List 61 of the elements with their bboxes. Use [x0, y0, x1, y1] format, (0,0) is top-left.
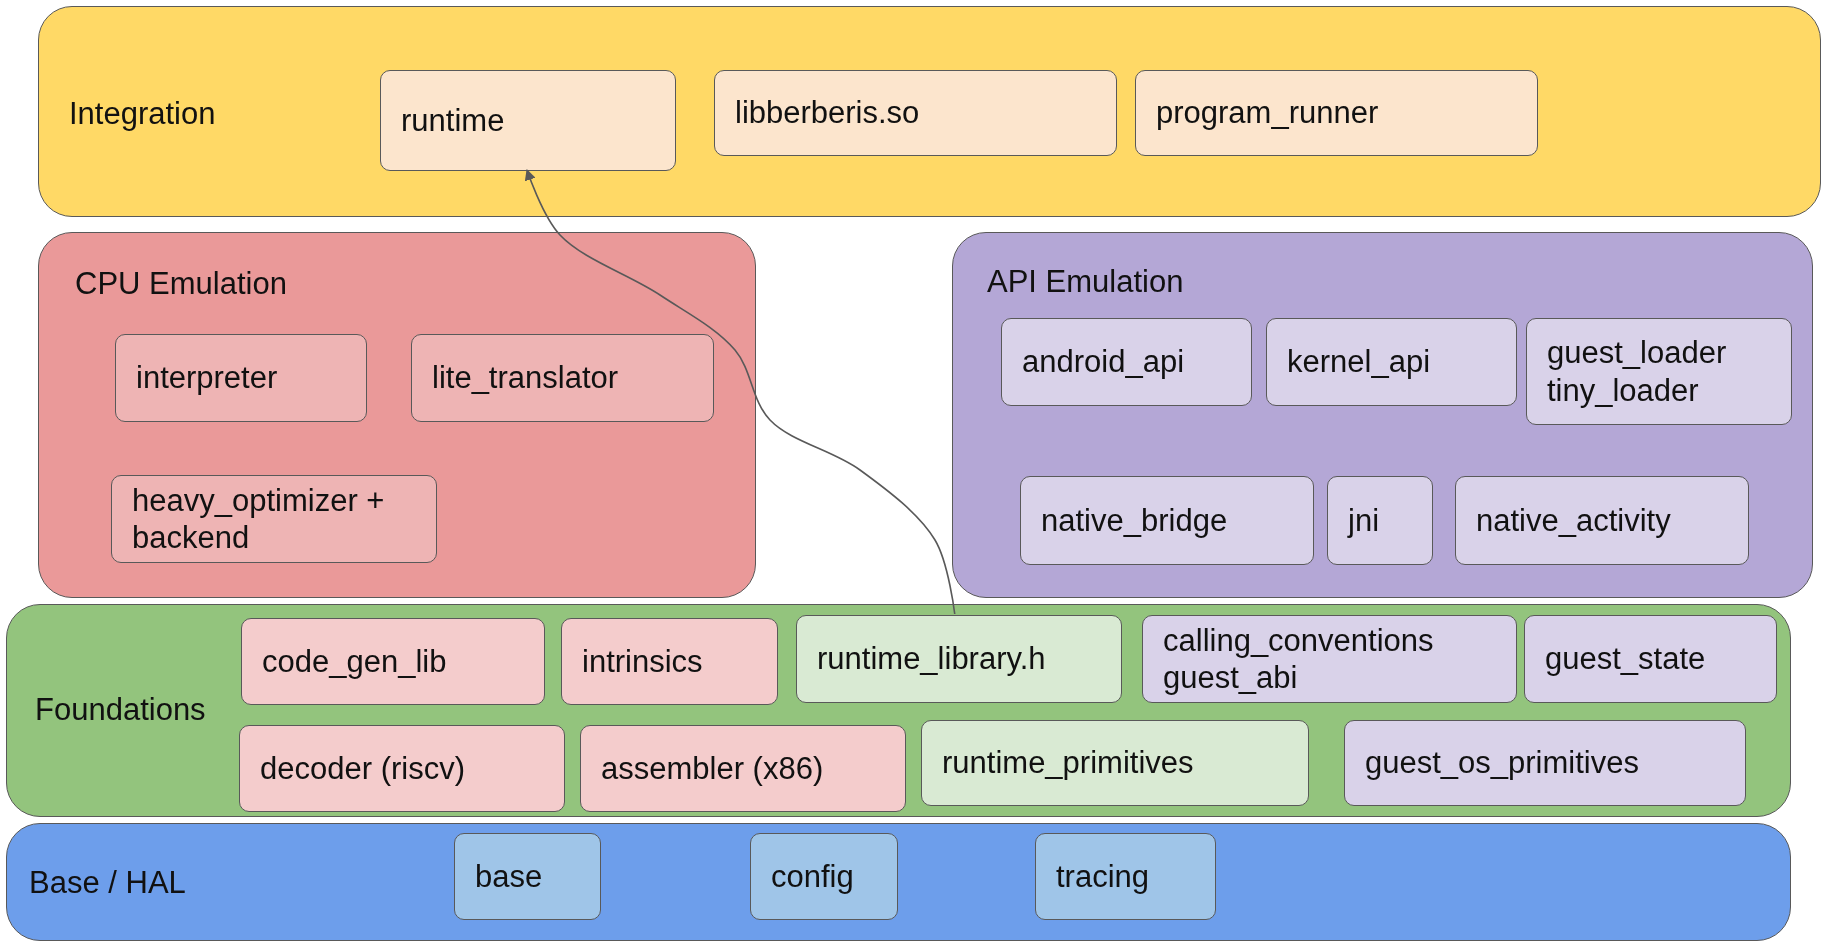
module-label: guest_os_primitives: [1365, 744, 1640, 782]
module-box: [1344, 720, 1746, 806]
layer-label: Foundations: [35, 691, 206, 729]
layer-band: [6, 604, 1791, 817]
layer-band: [38, 6, 1821, 217]
module-label: heavy_optimizer + backend: [132, 481, 386, 557]
module-box: [115, 334, 367, 422]
layer-band: [38, 232, 756, 598]
arrow: [524, 168, 956, 615]
module-box: [1020, 476, 1314, 565]
module-box: [1524, 615, 1777, 703]
module-box: [796, 615, 1122, 703]
module-box: [1142, 615, 1517, 703]
module-label: code_gen_lib: [262, 642, 448, 681]
layer-band: [952, 232, 1813, 598]
module-box: [1266, 318, 1517, 406]
module-label: tracing: [1056, 857, 1151, 896]
module-box: [750, 833, 898, 920]
module-label: intrinsics: [582, 642, 704, 681]
module-box: [714, 70, 1117, 156]
module-box: [454, 833, 601, 920]
layer-label: CPU Emulation: [75, 265, 287, 303]
module-label: guest_loader: [1547, 334, 1728, 372]
module-box: [561, 618, 778, 705]
module-label: native_bridge: [1041, 501, 1229, 540]
module-label: config: [771, 857, 855, 896]
module-box: [239, 725, 565, 812]
module-label: runtime_primitives: [942, 744, 1195, 782]
module-label: program_runner: [1156, 94, 1380, 132]
module-label: kernel_api: [1287, 343, 1432, 381]
module-box: [1455, 476, 1749, 565]
module-label: calling_conventions: [1163, 621, 1435, 659]
module-label: runtime_library.h: [817, 640, 1047, 678]
module-label: native_activity: [1476, 501, 1672, 540]
module-box: [1526, 318, 1792, 425]
layer-label: API Emulation: [987, 263, 1184, 301]
module-box: [1035, 833, 1216, 920]
module-box: [411, 334, 714, 422]
module-label: jni: [1348, 501, 1380, 540]
module-box: [1135, 70, 1538, 156]
module-label: tiny_loader: [1547, 371, 1700, 409]
module-label: runtime: [401, 101, 506, 140]
module-label: decoder (riscv): [260, 749, 466, 788]
module-box: [111, 475, 437, 563]
layer-label: Integration: [69, 95, 216, 133]
module-label: lite_translator: [432, 359, 620, 397]
module-box: [380, 70, 676, 171]
module-box: [241, 618, 545, 705]
module-label: libberberis.so: [735, 94, 921, 132]
module-label: android_api: [1022, 343, 1186, 381]
module-label: interpreter: [136, 359, 279, 397]
module-box: [1001, 318, 1252, 406]
layer-label: Base / HAL: [29, 864, 186, 902]
module-label: base: [475, 857, 544, 896]
module-label: guest_abi: [1163, 659, 1299, 697]
module-box: [1327, 476, 1433, 565]
module-box: [921, 720, 1309, 806]
module-label: guest_state: [1545, 640, 1707, 678]
module-box: [580, 725, 906, 812]
layer-band: [6, 823, 1791, 941]
module-label: assembler (x86): [601, 749, 825, 788]
